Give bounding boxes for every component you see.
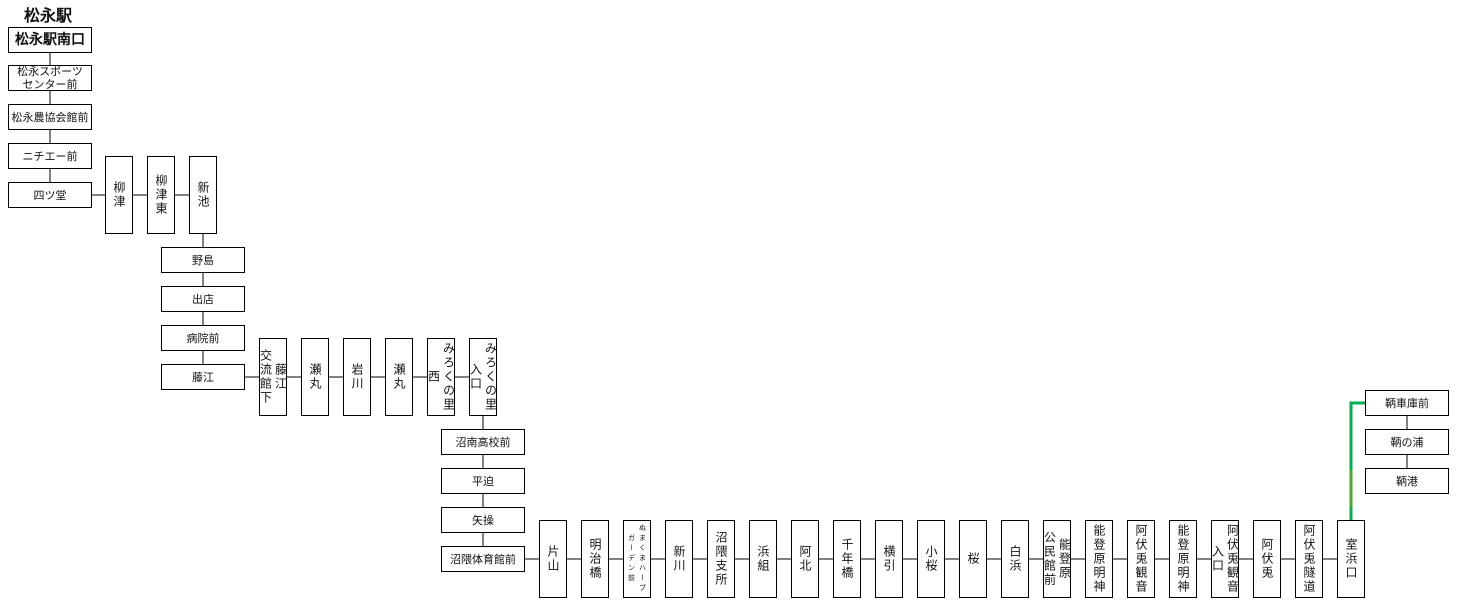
station-box: 松永農協会館前 [8,104,92,130]
station-box: 柳津東 [147,156,175,234]
station-box: 新池 [189,156,217,234]
station-name: 沼隈支所 [714,531,728,587]
station-name: センター前 [22,78,78,91]
station-name: 交流館下 [258,349,273,405]
station-box: 阿伏兎 [1253,520,1281,598]
origin-title: 松永駅 [24,6,73,25]
station-box: 片山 [539,520,567,598]
station-box: みろくの里入口 [468,338,498,416]
station-name: 出店 [192,292,214,306]
station-name: ニチエー前 [22,149,78,163]
station-box: 藤江交流館下 [258,338,288,416]
station-name: 西 [426,370,441,384]
station-name: 白浜 [1008,545,1022,573]
station-box: みろくの里西 [426,338,456,416]
station-box: 能登原公民館前 [1042,520,1072,598]
station-name: 鞆の浦 [1390,435,1424,449]
station-box: 柳津 [105,156,133,234]
station-box: 四ツ堂 [8,182,92,208]
station-name: 藤江 [273,363,288,391]
station-box: 藤江 [161,364,245,390]
station-name: 柳津 [112,181,126,209]
station-box: 松永駅南口 [8,27,92,53]
station-name: 入口 [1210,545,1225,573]
station-name: 新川 [672,545,686,573]
branch-line [1349,401,1365,520]
station-name: 野島 [192,253,214,267]
station-box: 千年橋 [833,520,861,598]
station-box: 平迫 [441,468,525,494]
station-box: 鞆港 [1365,468,1449,494]
station-name: 四ツ堂 [33,188,67,202]
station-name: 阿北 [798,545,812,573]
station-box: 鞆の浦 [1365,429,1449,455]
station-box: 阿北 [791,520,819,598]
station-box: 瀬丸 [301,338,329,416]
station-box: 桜 [959,520,987,598]
station-name: 鞆車庫前 [1385,396,1429,410]
station-box: 室浜口 [1337,520,1365,598]
station-name: 鞆港 [1396,474,1418,488]
station-box: 病院前 [161,325,245,351]
station-box: 岩川 [343,338,371,416]
station-name: 室浜口 [1344,538,1358,580]
station-name: 横引 [882,545,896,573]
station-name: 阿伏兎隧道 [1302,524,1316,594]
station-name: 松永駅南口 [15,31,85,48]
station-box: 沼南高校前 [441,429,525,455]
station-box: 浜組 [749,520,777,598]
station-name: 沼南高校前 [455,435,511,449]
station-name: 阿伏兎 [1260,538,1274,580]
station-name: 能登原明神 [1176,524,1190,594]
station-name: 桜 [966,552,980,566]
station-name: 矢操 [472,513,494,527]
station-name: 松永スポーツ [17,65,83,78]
station-name: 片山 [546,545,560,573]
station-box: 明治橋 [581,520,609,598]
station-name: 能登原 [1057,538,1072,580]
station-box: ニチエー前 [8,143,92,169]
station-name: ガーデン前 [627,534,636,584]
station-box: 沼隈体育館前 [441,546,525,572]
station-name: みろくの里 [483,342,498,412]
station-name: 明治橋 [588,538,602,580]
station-box: ぬまくまハーブガーデン前 [623,520,651,598]
station-name: 浜組 [756,545,770,573]
station-name: みろくの里 [441,342,456,412]
station-name: 公民館前 [1042,531,1057,587]
station-name: 柳津東 [154,174,168,216]
station-box: 阿伏兎観音入口 [1210,520,1240,598]
station-box: 小桜 [917,520,945,598]
station-name: 瀬丸 [308,363,322,391]
station-box: 沼隈支所 [707,520,735,598]
station-name: 千年橋 [840,538,854,580]
station-box: 能登原明神 [1169,520,1197,598]
station-name: 新池 [196,181,210,209]
station-name: 阿伏兎観音 [1134,524,1148,594]
station-box: 松永スポーツセンター前 [8,65,92,91]
station-box: 能登原明神 [1085,520,1113,598]
station-box: 新川 [665,520,693,598]
station-name: 瀬丸 [392,363,406,391]
station-box: 白浜 [1001,520,1029,598]
station-box: 野島 [161,247,245,273]
station-box: 出店 [161,286,245,312]
station-name: 小桜 [924,545,938,573]
station-box: 横引 [875,520,903,598]
station-name: 平迫 [472,474,494,488]
station-name: 岩川 [350,363,364,391]
station-box: 瀬丸 [385,338,413,416]
station-name: 松永農協会館前 [11,110,89,124]
station-box: 矢操 [441,507,525,533]
station-name: 阿伏兎観音 [1225,524,1240,594]
station-name: 藤江 [192,370,214,384]
station-name: ぬまくまハーブ [638,524,647,594]
station-name: 入口 [468,363,483,391]
station-box: 鞆車庫前 [1365,390,1449,416]
station-box: 阿伏兎観音 [1127,520,1155,598]
station-box: 阿伏兎隧道 [1295,520,1323,598]
station-name: 病院前 [186,331,220,345]
station-name: 沼隈体育館前 [450,552,516,566]
station-name: 能登原明神 [1092,524,1106,594]
